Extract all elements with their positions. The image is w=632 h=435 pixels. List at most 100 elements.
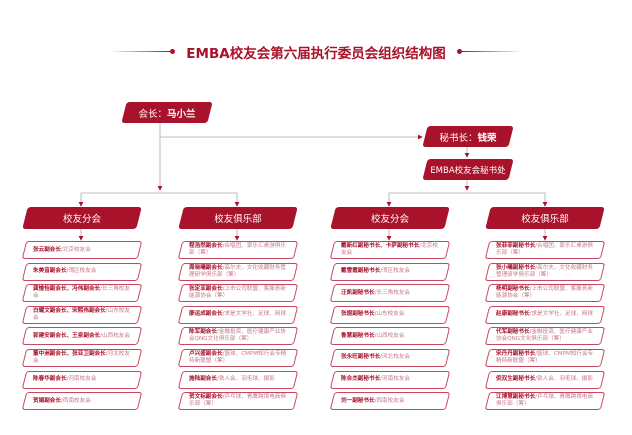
member-name: 贺娟副会长: [33, 397, 61, 404]
member-organization: /金融投资、医疗健康产业协会QNG文化俱乐部（筹）: [189, 329, 286, 343]
member-name: 戴新红副秘书长、卡萨副秘书长: [341, 243, 420, 249]
member-item: 刘一副秘书长/西南校友会: [332, 392, 448, 410]
member-organization: /山西校友会: [100, 332, 130, 339]
member-name: 张小曦副秘书长: [496, 264, 536, 271]
member-name: 贺文标副会长: [189, 394, 223, 401]
member-item: 白耀文副会长、宋熙伟副会长/山东校友会: [24, 306, 140, 324]
secretariat-box: EMBA校友会秘书处: [425, 159, 511, 180]
member-item: 张永旺副秘书长/河北校友会: [332, 349, 448, 367]
member-organization: /合唱团、家乐汇桌游俱乐部（筹）: [189, 243, 286, 256]
member-item: 宋丹丹副秘书长/篮球、CMPM知行会专精特新联盟（筹）: [487, 349, 603, 367]
column-branches-deputy-secretaries: 戴新红副秘书长、卡萨副秘书长/北京校友会戴雪霞副秘书长/湾区校友会汪凯副秘书长/…: [332, 241, 448, 414]
column-header-clubs-left: 校友俱乐部: [181, 207, 295, 229]
member-organization: /山东校友会: [374, 311, 405, 318]
member-item: 施陆副会长/铁人会、羽毛球、摄影: [180, 371, 296, 389]
member-item: 卢兴盛副会长/篮球、CMPM知行会专精特新联盟（筹）: [180, 349, 296, 367]
column-clubs-vice-presidents: 程浩然副会长/合唱团、家乐汇桌游俱乐部（筹） 周晓曦副会长/高尔夫、文化收藏财务管…: [180, 241, 296, 414]
member-item: 倪双生副秘书长/铁人会、羽毛球、摄影: [487, 371, 603, 389]
member-organization: /求是文学社、足球、网球: [529, 311, 593, 318]
member-item: 鲁慧副秘书长/山西校友会: [332, 327, 448, 345]
member-name: 郭建安副会长、王泉副会长: [33, 332, 101, 339]
member-item: 张煜副秘书长/山东校友会: [332, 306, 448, 324]
header-label: 校友分会: [370, 214, 409, 225]
member-name: 张菲菲副秘书长: [496, 243, 536, 249]
member-item: 贺娟副会长/西南校友会: [24, 392, 140, 410]
member-organization: /篮球、CMPM知行会专精特新联盟（筹）: [189, 350, 287, 364]
member-organization: /北京校友会: [60, 246, 91, 253]
member-item: 周晓曦副会长/高尔夫、文化收藏财务管理研学俱乐部（筹）: [180, 263, 296, 281]
member-name: 鲁慧副秘书长: [341, 332, 375, 339]
president-label: 会长：: [138, 108, 167, 120]
member-name: 施陆副会长: [189, 376, 217, 383]
member-name: 廖运成副会长: [189, 311, 223, 318]
member-item: 程浩然副会长/合唱团、家乐汇桌游俱乐部（筹）: [180, 241, 296, 259]
column-branches-vice-presidents: 张云副会长/北京校友会朱美音副会长/湾区校友会龚愉怡副会长、冯伟副会长/长三角校…: [24, 241, 140, 414]
member-organization: /河南校友会: [380, 376, 411, 383]
member-item: 廖运成副会长/求是文学社、足球、网球: [180, 306, 296, 324]
column-clubs-deputy-secretaries: 张菲菲副秘书长/合唱团、家乐汇桌游俱乐部（筹） 张小曦副秘书长/高尔夫、文化收藏财…: [487, 241, 603, 414]
member-name: 杨明副秘书长: [496, 286, 530, 293]
member-name: 张永旺副秘书长: [341, 354, 381, 361]
member-organization: /铁人会、羽毛球、摄影: [535, 376, 593, 383]
member-name: 陈合杰副秘书长: [341, 376, 381, 383]
member-item: 代军副秘书长/金融投资、医疗健康产业协会QNG文化俱乐部（筹）: [487, 327, 603, 345]
header-label: 校友俱乐部: [214, 214, 262, 225]
member-name: 汪凯副秘书长: [341, 289, 375, 296]
header-label: 校友分会: [62, 214, 101, 225]
member-organization: /湾区校友会: [380, 268, 411, 275]
member-organization: /长三角校友会: [374, 289, 411, 296]
member-item: 龚愉怡副会长、冯伟副会长/长三角校友会: [24, 284, 140, 302]
member-organization: /长三角校友会: [33, 286, 130, 300]
member-organization: /篮球、CMPM知行会专精特新联盟（筹）: [496, 350, 594, 364]
member-organization: /山东校友会: [33, 307, 130, 321]
president-name: 马小兰: [167, 108, 196, 120]
member-item: 陈合杰副秘书长/河南校友会: [332, 371, 448, 389]
member-organization: /乒乓球、青鹰跨境电商俱乐部（筹）: [189, 394, 286, 408]
member-item: 张小曦副秘书长/高尔夫、文化收藏财务管理研学俱乐部（筹）: [487, 263, 603, 281]
member-item: 赵康副秘书长/求是文学社、足球、网球: [487, 306, 603, 324]
secretary-general-box: 秘书长：钱荣: [425, 126, 511, 147]
member-organization: /铁人会、羽毛球、摄影: [216, 376, 275, 383]
member-organization: /湾区校友会: [66, 268, 97, 275]
member-organization: /西南校友会: [60, 397, 91, 404]
member-name: 陈春华副会长: [33, 376, 67, 383]
member-name: 戴雪霞副秘书长: [341, 268, 381, 275]
president-box: 会长：马小兰: [124, 102, 210, 123]
title-dot-right: [457, 49, 462, 54]
member-organization: /金融投资、医疗健康产业协会QNG文化俱乐部（筹）: [496, 329, 593, 343]
member-item: 杨明副秘书长/上市公司联盟、紫藤荟新能源协会（筹）: [487, 284, 603, 302]
member-name: 董中洲副会长、张亚卫副会长: [33, 350, 106, 357]
member-name: 倪双生副秘书长: [496, 376, 536, 383]
member-organization: /河北校友会: [380, 354, 411, 361]
member-item: 郭建安副会长、王泉副会长/山西校友会: [24, 327, 140, 345]
header-label: 校友俱乐部: [521, 214, 569, 225]
column-header-branches-left: 校友分会: [25, 207, 139, 229]
member-name: 程浩然副会长: [189, 243, 223, 249]
secretariat-label: EMBA校友会秘书处: [430, 165, 506, 176]
member-item: 陈军副会长/金融投资、医疗健康产业协会QNG文化俱乐部（筹）: [180, 327, 296, 345]
secretary-general-label: 秘书长：: [439, 132, 478, 144]
member-name: 周晓曦副会长: [189, 264, 223, 271]
title-decoration-right: [462, 51, 524, 52]
member-organization: /河南校友会: [66, 376, 97, 383]
member-name: 白耀文副会长、宋熙伟副会长: [33, 307, 106, 314]
member-organization: /上市公司联盟、紫藤荟新能源协会（筹）: [189, 286, 286, 300]
title-decoration-left: [108, 51, 170, 52]
member-organization: /求是文学社、足球、网球: [222, 311, 286, 318]
member-organization: /高尔夫、文化收藏财务管理研学俱乐部（筹）: [189, 264, 286, 278]
member-name: 朱美音副会长: [33, 268, 67, 275]
column-header-branches-right: 校友分会: [333, 207, 447, 229]
title-dot-left: [170, 49, 175, 54]
member-name: 江博慧副秘书长: [496, 394, 536, 401]
member-organization: /乒乓球、青鹰跨境电商俱乐部（筹）: [496, 394, 593, 408]
member-name: 张定亚副会长: [189, 286, 223, 293]
member-name: 龚愉怡副会长、冯伟副会长: [33, 286, 101, 293]
member-name: 陈军副会长: [189, 329, 217, 336]
member-item: 张定亚副会长/上市公司联盟、紫藤荟新能源协会（筹）: [180, 284, 296, 302]
member-organization: /合唱团、家乐汇桌游俱乐部（筹）: [496, 243, 593, 256]
member-item: 董中洲副会长、张亚卫副会长/河北校友会: [24, 349, 140, 367]
member-item: 陈春华副会长/河南校友会: [24, 371, 140, 389]
member-name: 代军副秘书长: [496, 329, 530, 336]
member-name: 张煜副秘书长: [341, 311, 375, 318]
member-organization: /高尔夫、文化收藏财务管理研学俱乐部（筹）: [496, 264, 593, 278]
